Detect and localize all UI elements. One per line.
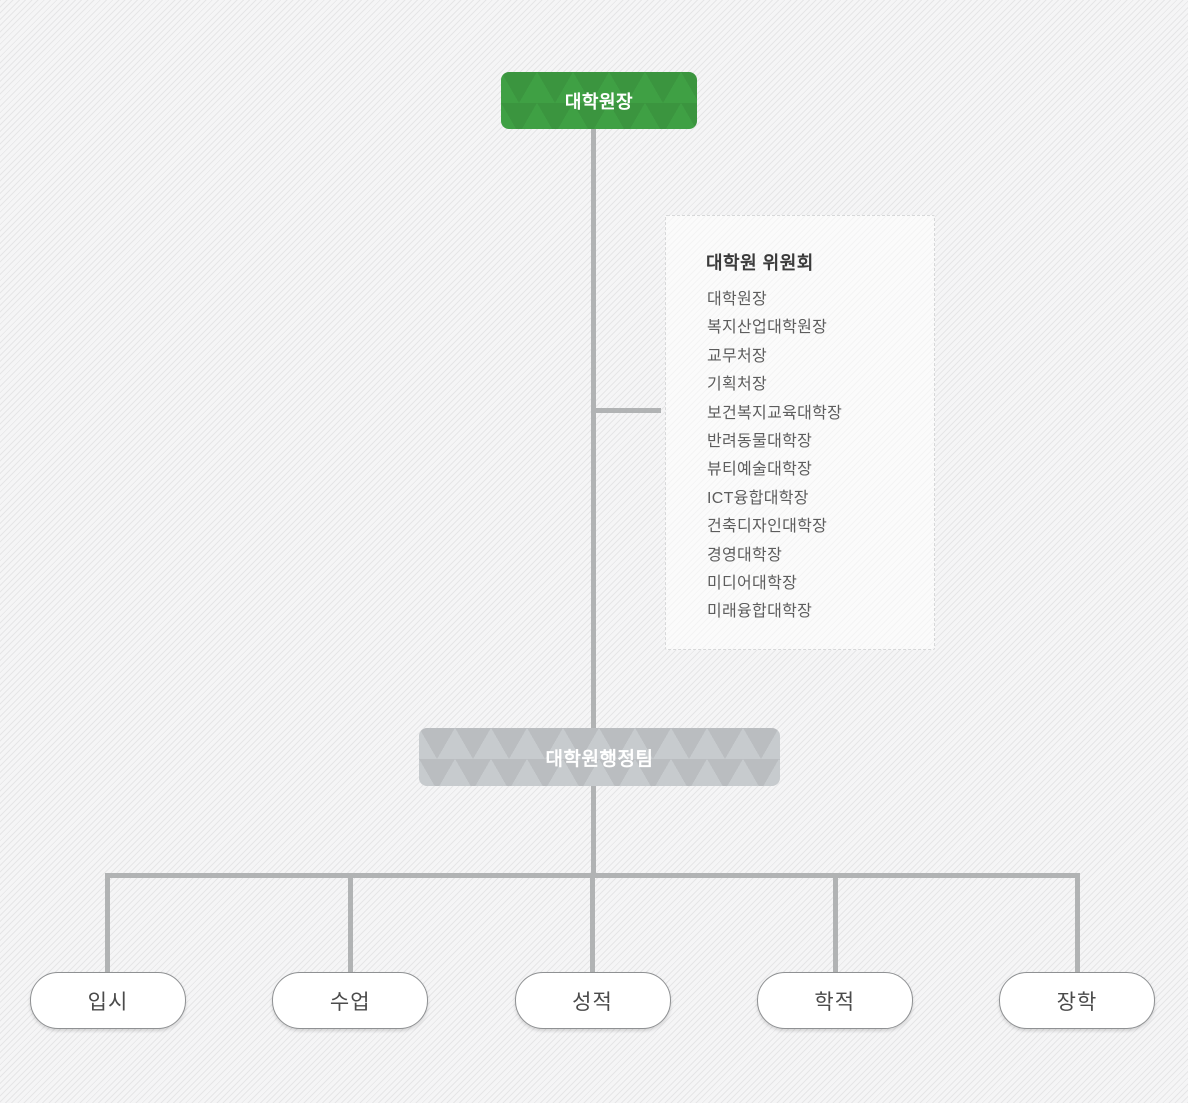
committee-member: 경영대학장 bbox=[707, 546, 783, 564]
department-node: 성적 bbox=[514, 972, 671, 1029]
connector-drop bbox=[832, 873, 838, 972]
committee-member: 미래융합대학장 bbox=[707, 603, 813, 621]
committee-member: 기획처장 bbox=[707, 376, 768, 394]
department-label: 학적 bbox=[814, 990, 856, 1014]
node-label: 대학원장 bbox=[564, 91, 634, 112]
connector-drop bbox=[590, 873, 595, 972]
committee-member: 뷰티예술대학장 bbox=[707, 461, 813, 479]
department-label: 성적 bbox=[572, 990, 613, 1014]
committee-member: 반려동물대학장 bbox=[707, 433, 813, 451]
department-node: 장학 bbox=[999, 972, 1155, 1029]
committee-member: 대학원장 bbox=[707, 291, 768, 308]
connector-admin-to-bus bbox=[591, 786, 596, 875]
connector-drop bbox=[105, 873, 110, 972]
connector-branch-to-committee bbox=[594, 408, 661, 413]
committee-panel: 대학원 위원회 대학원장 복지산업대학원장 교무처장 기획처장 보건복지교육대학… bbox=[665, 215, 935, 650]
committee-member: 교무처장 bbox=[707, 347, 768, 365]
node-label: 대학원행정팀 bbox=[545, 748, 654, 770]
connector-root-to-admin bbox=[591, 129, 596, 728]
department-node: 학적 bbox=[756, 972, 913, 1029]
department-label: 수업 bbox=[329, 990, 371, 1014]
node-admin-team: 대학원행정팀 bbox=[419, 728, 780, 786]
department-node: 입시 bbox=[30, 972, 186, 1029]
committee-member: 복지산업대학원장 bbox=[707, 319, 828, 337]
committee-member-list: 대학원장 복지산업대학원장 교무처장 기획처장 보건복지교육대학장 반려동물대학… bbox=[707, 286, 842, 627]
connector-drop bbox=[347, 873, 353, 972]
committee-member: 미디어대학장 bbox=[707, 575, 798, 593]
connector-drops bbox=[105, 873, 1080, 972]
connector-drop bbox=[1075, 873, 1080, 972]
department-row: 입시 수업 성적 학적 장학 bbox=[30, 972, 1155, 1029]
committee-member: ICT융합대학장 bbox=[707, 489, 809, 507]
committee-member: 보건복지교육대학장 bbox=[707, 404, 843, 422]
committee-member: 건축디자인대학장 bbox=[707, 518, 828, 536]
department-label: 입시 bbox=[87, 990, 129, 1014]
node-graduate-school-dean: 대학원장 bbox=[501, 72, 697, 129]
department-node: 수업 bbox=[272, 972, 429, 1029]
department-label: 장학 bbox=[1056, 990, 1098, 1014]
committee-title: 대학원 위원회 bbox=[706, 253, 814, 273]
